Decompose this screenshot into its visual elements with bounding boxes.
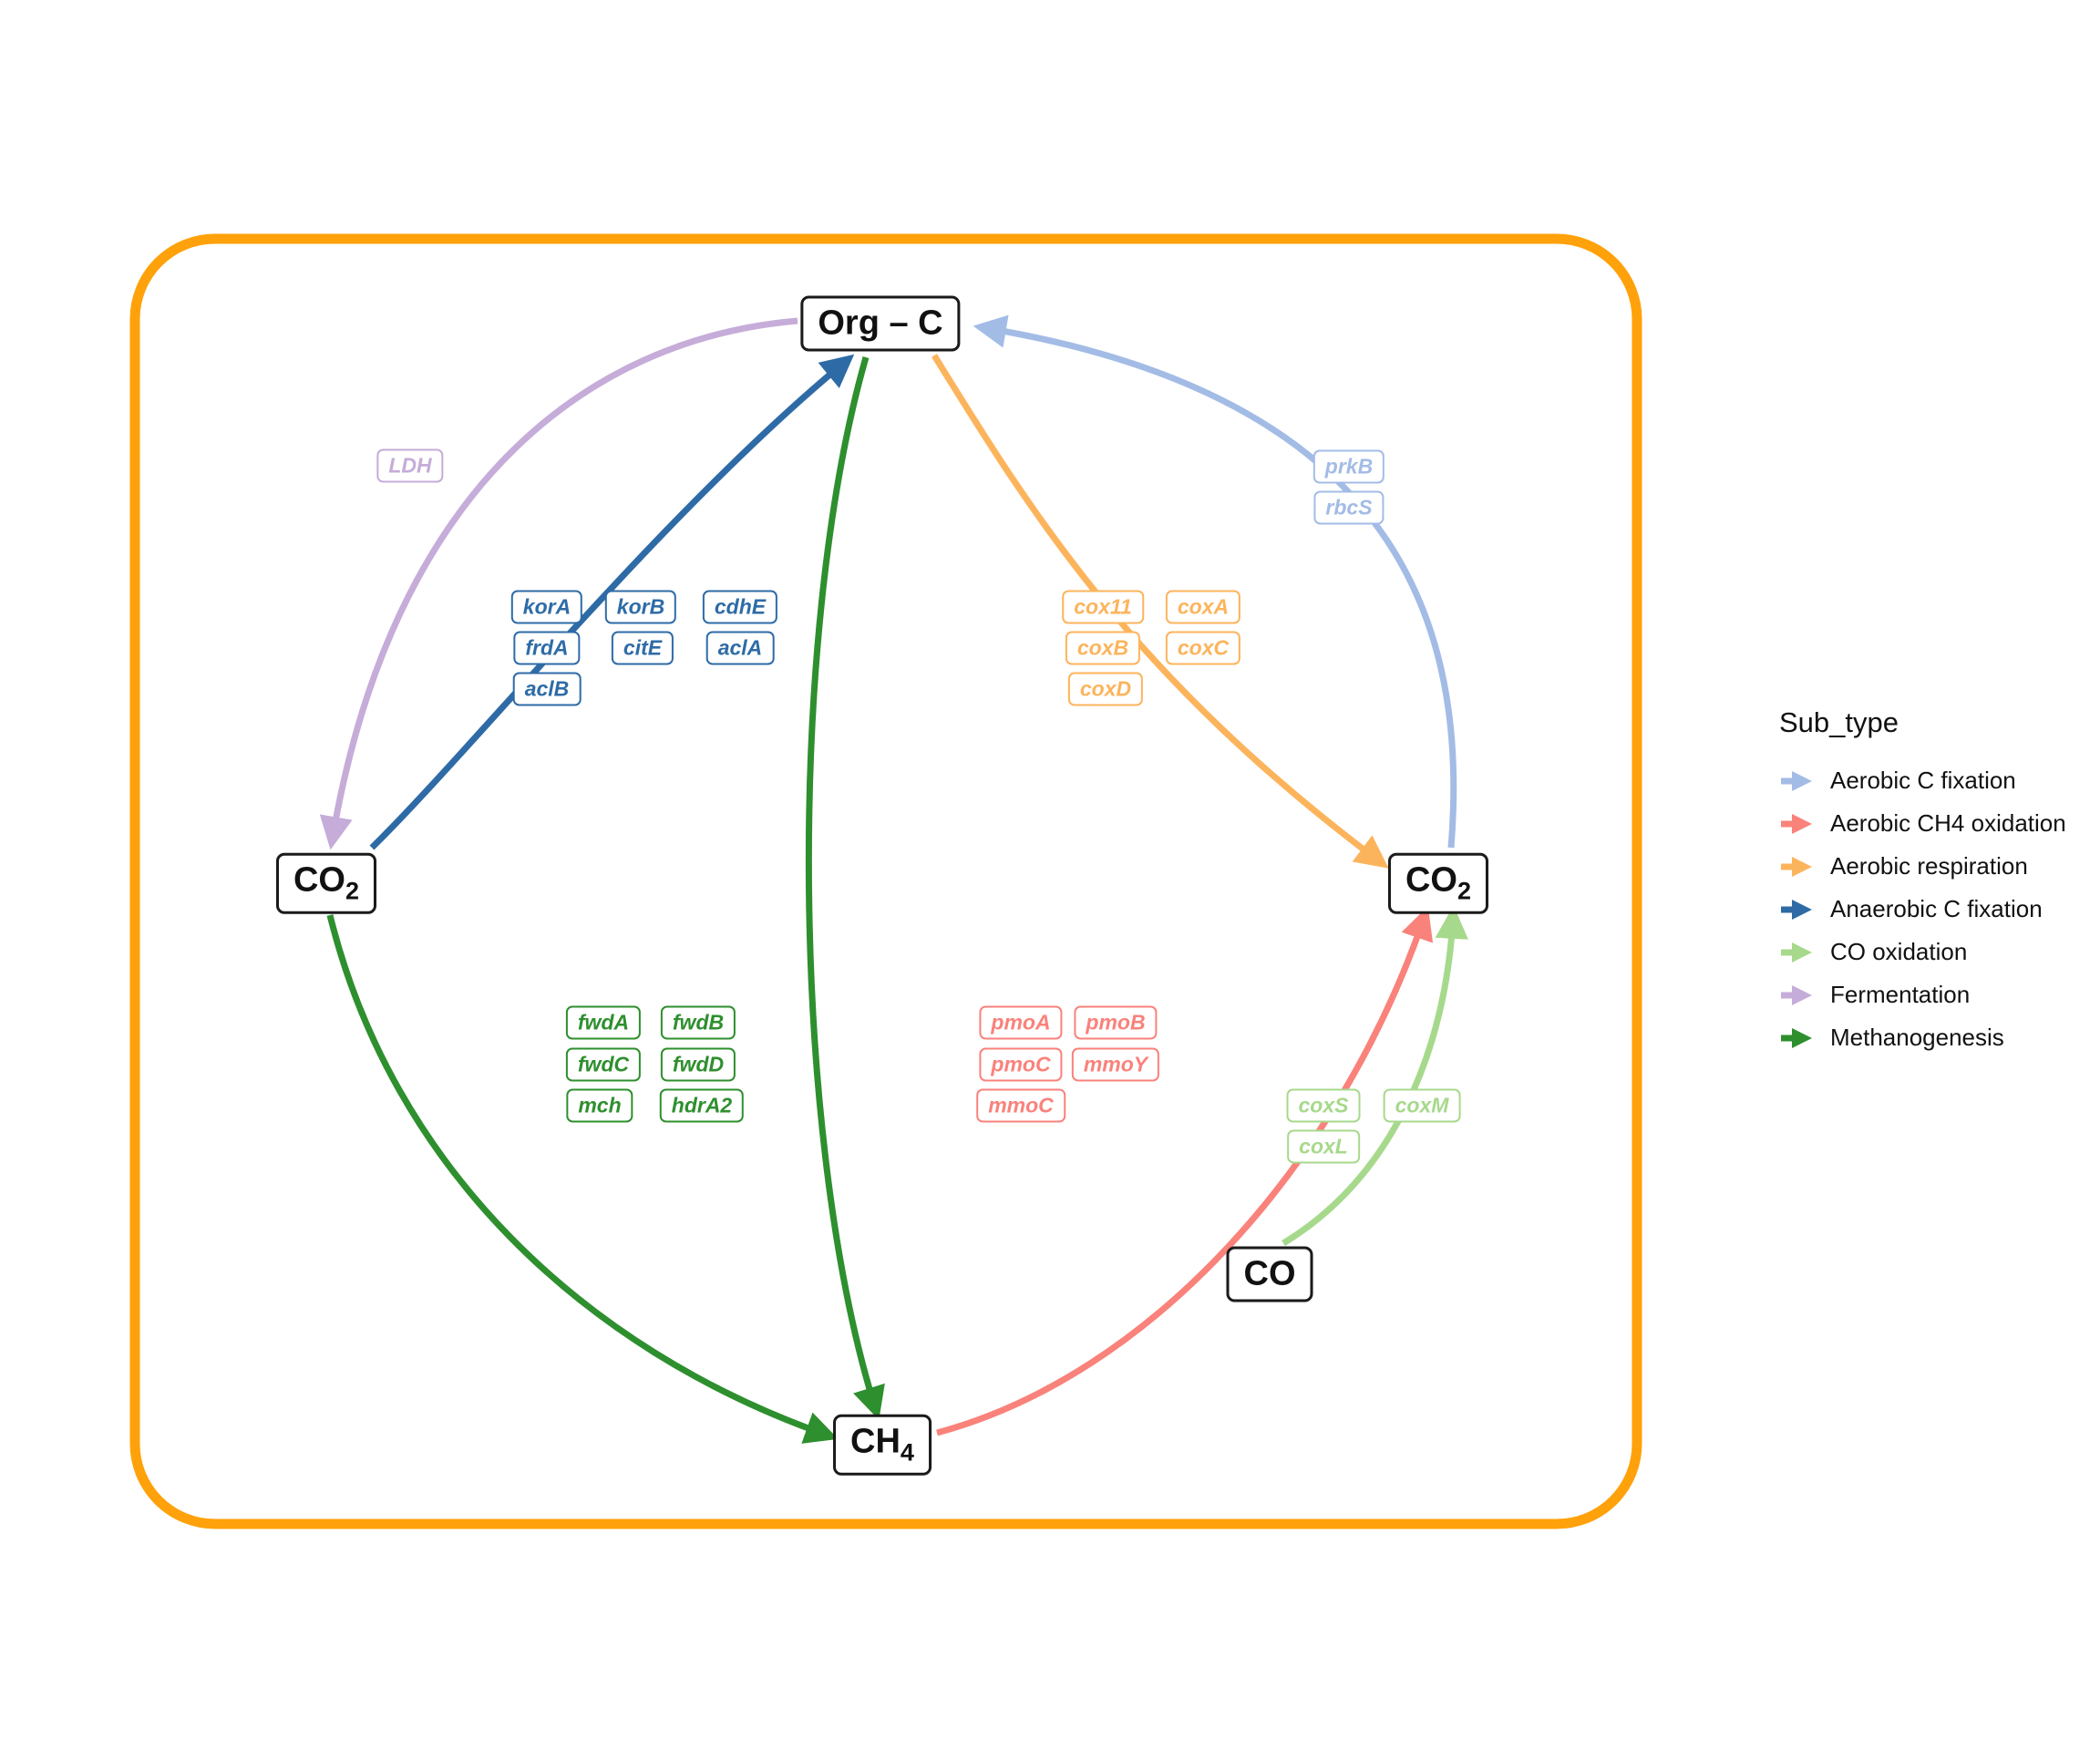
gene-label-fwdC: fwdC bbox=[565, 1047, 642, 1082]
gene-label-coxM: coxM bbox=[1383, 1088, 1461, 1123]
gene-label-fwdA: fwdA bbox=[565, 1005, 642, 1040]
gene-label-prkB: prkB bbox=[1312, 449, 1385, 484]
gene-label-coxB: coxB bbox=[1065, 631, 1141, 665]
gene-label-fwdB: fwdB bbox=[660, 1005, 736, 1040]
gene-label-ldh: LDH bbox=[376, 448, 444, 483]
edge-aerobic-ch4-oxidation bbox=[936, 906, 1434, 1436]
legend-arrow-icon bbox=[1781, 770, 1812, 791]
legend-item-label: Anaerobic C fixation bbox=[1830, 895, 2043, 922]
node-co2-right-label: CO bbox=[1405, 860, 1457, 900]
node-co2-left-label: CO bbox=[293, 860, 345, 900]
legend-arrow-icon bbox=[1781, 856, 1812, 877]
gene-label-rbcS: rbcS bbox=[1313, 490, 1385, 525]
node-co: CO bbox=[1226, 1246, 1313, 1302]
legend-item-label: Aerobic CH4 oxidation bbox=[1830, 809, 2066, 837]
legend-item-aerobic-ch4-oxidation: Aerobic CH4 oxidation bbox=[1779, 802, 2066, 845]
node-co-label: CO bbox=[1243, 1254, 1296, 1293]
diagram-frame bbox=[129, 233, 1642, 1529]
legend-item-methanogenesis: Methanogenesis bbox=[1779, 1016, 2066, 1059]
legend-item-label: Fermentation bbox=[1830, 981, 1971, 1008]
node-co2-right-sub: 2 bbox=[1457, 877, 1472, 905]
legend: Sub_type Aerobic C fixation Aerobic CH4 … bbox=[1779, 706, 2066, 1059]
edge-fermentation bbox=[319, 317, 798, 850]
node-org-c-label: Org – C bbox=[818, 304, 943, 343]
legend-item-anaerobic-c-fixation: Anaerobic C fixation bbox=[1779, 888, 2066, 931]
gene-label-korB: korB bbox=[604, 590, 677, 624]
gene-label-mmoY: mmoY bbox=[1071, 1047, 1160, 1082]
legend-item-label: Methanogenesis bbox=[1830, 1024, 2004, 1051]
legend-item-fermentation: Fermentation bbox=[1779, 973, 2066, 1016]
edge-aerobic-respiration bbox=[932, 354, 1389, 869]
gene-label-coxC: coxC bbox=[1165, 631, 1241, 665]
edge-methanogenesis-co2-ch4 bbox=[326, 914, 839, 1444]
gene-label-coxL: coxL bbox=[1287, 1129, 1360, 1164]
legend-item-aerobic-c-fixation: Aerobic C fixation bbox=[1779, 759, 2066, 802]
legend-arrow-icon bbox=[1781, 984, 1812, 1005]
gene-label-coxA: coxA bbox=[1165, 590, 1241, 624]
legend-arrow-icon bbox=[1781, 942, 1812, 962]
gene-label-coxD: coxD bbox=[1067, 672, 1144, 706]
gene-label-korA: korA bbox=[510, 590, 583, 624]
gene-label-aclB: aclB bbox=[512, 672, 582, 706]
gene-label-citE: citE bbox=[611, 631, 674, 665]
gene-label-coxS: coxS bbox=[1286, 1088, 1361, 1123]
node-ch4: CH4 bbox=[833, 1414, 932, 1476]
gene-label-mmoC: mmoC bbox=[976, 1088, 1065, 1123]
edge-aerobic-c-fixation bbox=[973, 314, 1457, 849]
gene-label-aclA: aclA bbox=[705, 631, 775, 665]
node-co2-left-sub: 2 bbox=[345, 877, 360, 905]
gene-label-cdhE: cdhE bbox=[702, 590, 778, 624]
gene-label-mch: mch bbox=[566, 1088, 633, 1123]
edge-methanogenesis-orgc-ch4 bbox=[805, 356, 885, 1420]
edge-anaerobic-c-fixation bbox=[369, 354, 855, 850]
node-co2-left: CO2 bbox=[275, 852, 377, 914]
node-org-c: Org – C bbox=[800, 295, 961, 352]
legend-item-label: Aerobic C fixation bbox=[1830, 767, 2016, 794]
legend-item-aerobic-respiration: Aerobic respiration bbox=[1779, 845, 2066, 888]
node-ch4-sub: 4 bbox=[900, 1438, 914, 1467]
gene-label-fwdD: fwdD bbox=[660, 1047, 736, 1082]
legend-arrow-icon bbox=[1781, 899, 1812, 920]
legend-item-label: Aerobic respiration bbox=[1830, 852, 2028, 880]
legend-arrow-icon bbox=[1781, 813, 1812, 834]
legend-title: Sub_type bbox=[1779, 706, 1899, 738]
node-ch4-label: CH bbox=[850, 1422, 901, 1461]
edge-co-oxidation bbox=[1282, 905, 1468, 1246]
gene-label-pmoB: pmoB bbox=[1074, 1005, 1158, 1040]
legend-item-label: CO oxidation bbox=[1830, 938, 1968, 965]
legend-arrow-icon bbox=[1781, 1027, 1812, 1048]
gene-label-cox11: cox11 bbox=[1062, 590, 1144, 624]
node-co2-right: CO2 bbox=[1387, 852, 1489, 914]
legend-item-co-oxidation: CO oxidation bbox=[1779, 931, 2066, 973]
gene-label-frdA: frdA bbox=[513, 631, 581, 665]
gene-label-pmoC: pmoC bbox=[979, 1047, 1063, 1082]
gene-label-pmoA: pmoA bbox=[979, 1005, 1063, 1040]
gene-label-hdrA2: hdrA2 bbox=[659, 1088, 745, 1123]
